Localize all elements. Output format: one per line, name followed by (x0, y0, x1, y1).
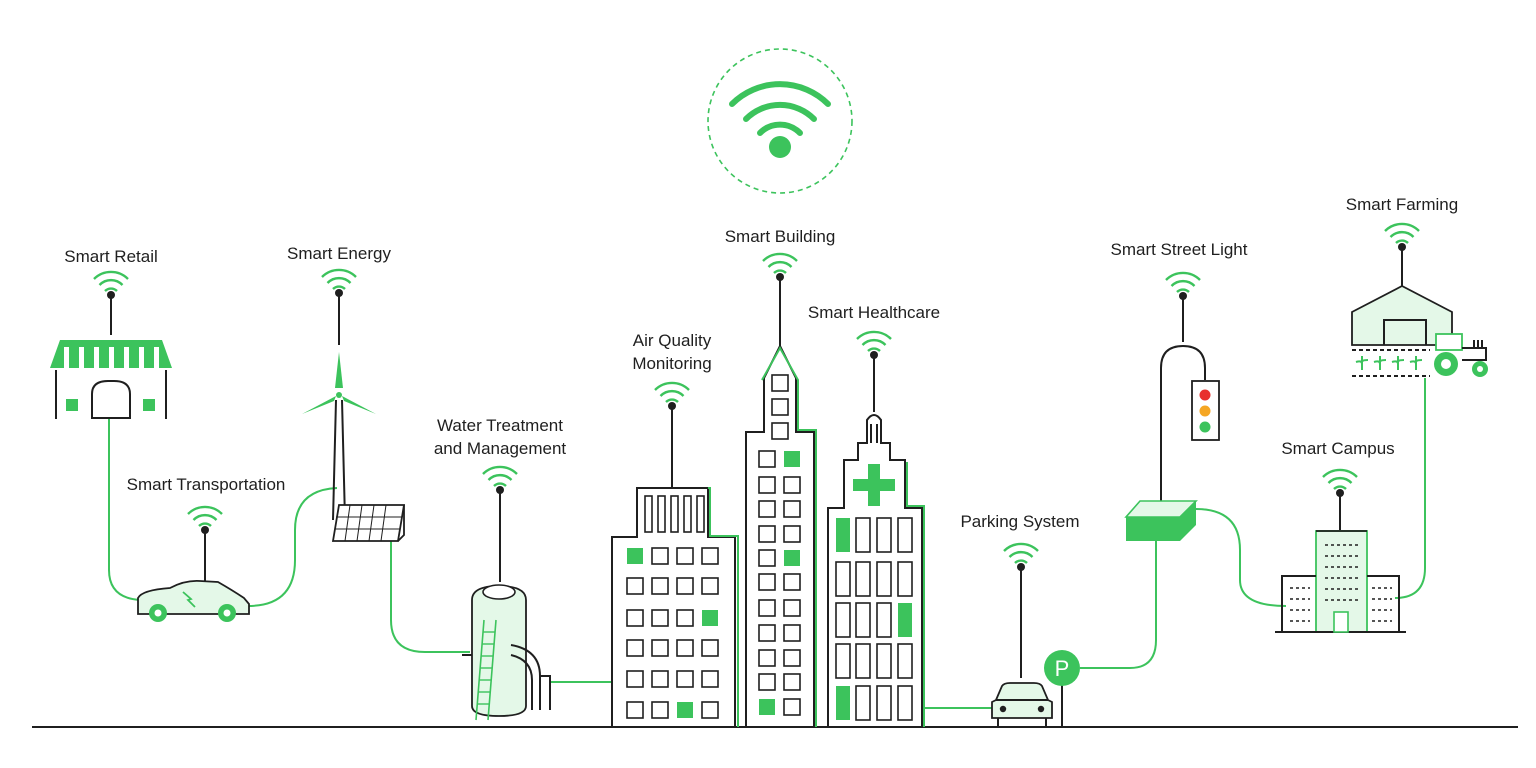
water-treatment-label-line2: and Management (434, 439, 567, 458)
water-treatment: Water Treatment and Management (434, 416, 567, 721)
smart-energy-label: Smart Energy (287, 244, 391, 263)
smart-healthcare-label: Smart Healthcare (808, 303, 940, 322)
smart-building-label: Smart Building (725, 227, 836, 246)
wifi-icon (1321, 468, 1359, 499)
air-quality-monitoring: Air Quality Monitoring (611, 331, 739, 727)
wifi-icon (1164, 271, 1202, 302)
wifi-icon (320, 268, 358, 299)
smart-farming: Smart Farming (1346, 195, 1488, 377)
traffic-light-icon (1191, 380, 1220, 441)
smart-healthcare: Smart Healthcare (808, 303, 940, 727)
central-hub (707, 48, 853, 194)
smart-farming-label: Smart Farming (1346, 195, 1458, 214)
connection-lines (108, 378, 1426, 709)
air-quality-label-line1: Air Quality (633, 331, 712, 350)
smart-campus: Smart Campus (1275, 439, 1406, 633)
wifi-icon (653, 381, 691, 412)
smart-campus-label: Smart Campus (1281, 439, 1394, 458)
street-light-base-icon (1124, 500, 1198, 541)
shop-icon (50, 340, 172, 419)
parking-system: Parking System P (960, 512, 1080, 727)
smart-transportation-label: Smart Transportation (127, 475, 286, 494)
wifi-icon (92, 270, 130, 301)
smart-energy: Smart Energy (287, 244, 406, 542)
tractor-icon (1434, 333, 1488, 377)
water-tank-icon (462, 584, 551, 721)
wifi-icon (729, 81, 831, 158)
solar-panel-icon (331, 504, 406, 542)
wifi-icon (1002, 542, 1040, 573)
smart-street-light-label: Smart Street Light (1110, 240, 1247, 259)
electric-car-icon (137, 579, 250, 622)
wifi-icon (1383, 222, 1421, 253)
wind-turbine-icon (302, 352, 376, 521)
street-light-pole-icon (1160, 344, 1206, 515)
parked-car-icon (991, 682, 1053, 727)
water-treatment-label-line1: Water Treatment (437, 416, 563, 435)
smart-retail: Smart Retail (50, 247, 172, 419)
crop-rows-icon (1352, 349, 1430, 377)
smart-street-light: Smart Street Light (1110, 240, 1248, 541)
wifi-icon (761, 252, 799, 283)
smart-transportation: Smart Transportation (127, 475, 286, 622)
smart-building: Smart Building (725, 227, 836, 727)
skyscraper-icon (745, 343, 817, 727)
hospital-icon (827, 414, 925, 727)
wifi-icon (481, 465, 519, 496)
wifi-icon (186, 505, 224, 536)
parking-sign-icon: P (1044, 650, 1080, 727)
smart-retail-label: Smart Retail (64, 247, 158, 266)
office-building-icon (611, 487, 739, 727)
campus-building-icon (1275, 530, 1406, 633)
air-quality-label-line2: Monitoring (632, 354, 711, 373)
wifi-icon (855, 330, 893, 361)
parking-sign-letter: P (1055, 656, 1070, 681)
parking-system-label: Parking System (960, 512, 1079, 531)
